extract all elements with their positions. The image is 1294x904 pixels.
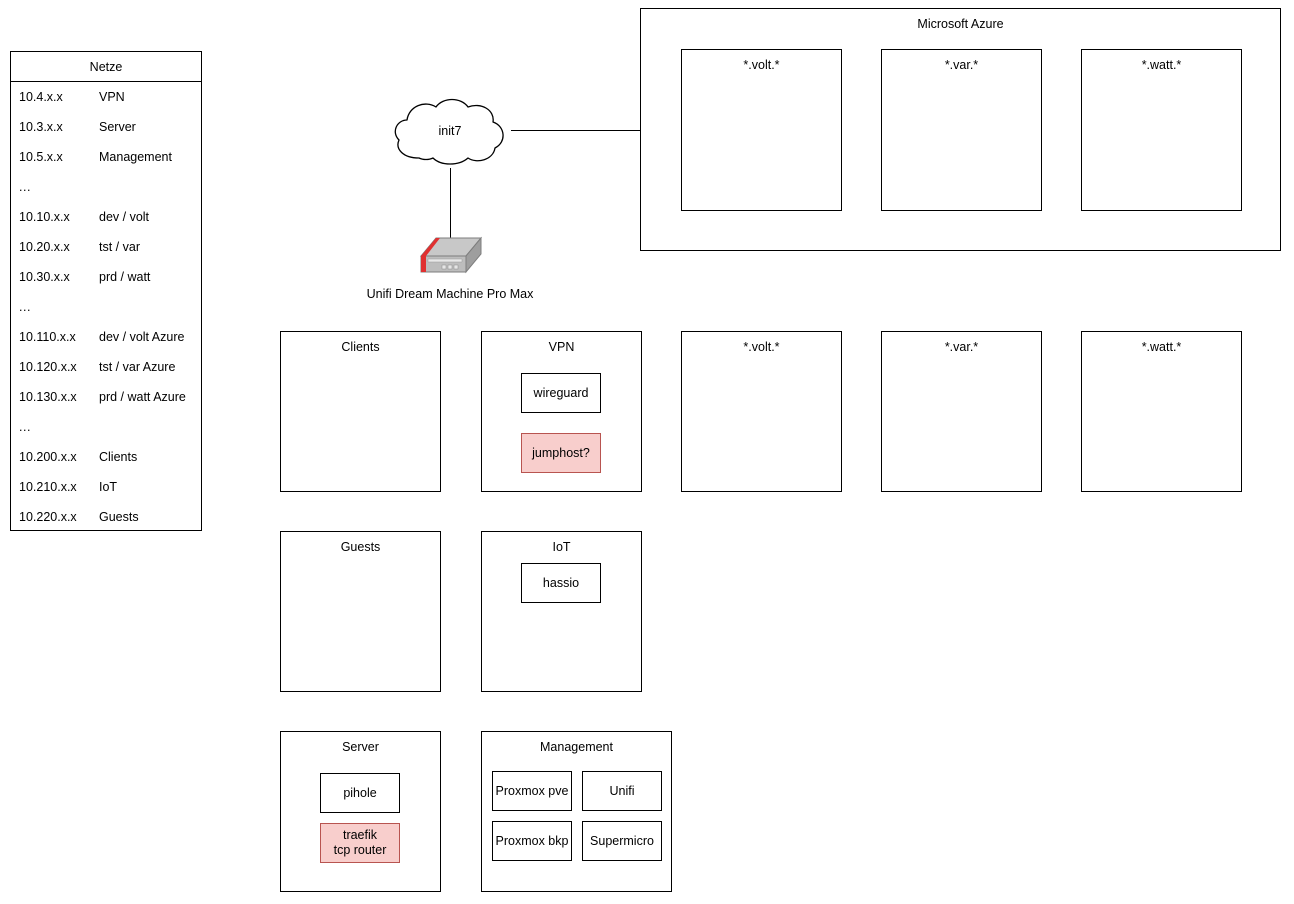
netze-row: 10.200.x.x Clients [11,442,201,472]
netze-row-name: prd / watt Azure [99,390,186,404]
netze-row-cidr: ... [19,420,31,434]
node-pihole[interactable]: pihole [320,773,400,813]
init7-cloud-icon [389,96,511,168]
unifi-dream-machine-icon [419,236,483,282]
netze-row-cidr: 10.10.x.x [19,210,70,224]
vlan-environment-volt: *.volt.* [681,331,842,492]
gateway-label: Unifi Dream Machine Pro Max [366,287,534,301]
init7-label: init7 [438,124,462,138]
netze-row-cidr: 10.110.x.x [19,330,76,344]
netze-row: 10.5.x.x Management [11,142,201,172]
netze-row: 10.3.x.x Server [11,112,201,142]
netze-row-cidr: 10.30.x.x [19,270,70,284]
netze-table-body: 10.4.x.x VPN 10.3.x.x Server 10.5.x.x Managem… [11,82,201,532]
netze-row-cidr: 10.200.x.x [19,450,77,464]
netze-row: 10.4.x.x VPN [11,82,201,112]
netze-row-cidr: 10.210.x.x [19,480,77,494]
node-proxmox-pve[interactable]: Proxmox pve [492,771,572,811]
netze-row: 10.20.x.x tst / var [11,232,201,262]
connector-init7-to-gateway [450,168,451,238]
node-hassio[interactable]: hassio [521,563,601,603]
netze-row: 10.110.x.x dev / volt Azure [11,322,201,352]
vlan-environment-watt-label: *.watt.* [1141,340,1182,354]
node-traefik-tcp-router[interactable]: traefik tcp router [320,823,400,863]
netze-row: ... [11,292,201,322]
netze-row: 10.220.x.x Guests [11,502,201,532]
netze-row: 10.210.x.x IoT [11,472,201,502]
azure-environment-var: *.var.* [881,49,1042,211]
netze-row-name: Guests [99,510,139,524]
vlan-management: Management Proxmox pve Unifi Proxmox bkp… [481,731,672,892]
netze-row-cidr: ... [19,300,31,314]
node-proxmox-bkp[interactable]: Proxmox bkp [492,821,572,861]
netze-row-cidr: 10.20.x.x [19,240,70,254]
netze-row-name: Server [99,120,136,134]
netze-row-name: dev / volt [99,210,150,224]
netze-row-name: IoT [99,480,118,494]
netze-row-cidr: 10.3.x.x [19,120,63,134]
netze-row-name: tst / var Azure [99,360,176,374]
netze-row: 10.130.x.x prd / watt Azure [11,382,201,412]
azure-title: Microsoft Azure [917,17,1004,31]
vlan-iot: IoT hassio [481,531,642,692]
netze-row-name: dev / volt Azure [99,330,185,344]
netze-row: 10.10.x.x dev / volt [11,202,201,232]
netze-row: 10.120.x.x tst / var Azure [11,352,201,382]
vlan-server-title: Server [342,740,379,754]
vlan-clients: Clients [280,331,441,492]
azure-environment-volt: *.volt.* [681,49,842,211]
vlan-environment-volt-label: *.volt.* [743,340,780,354]
netze-row: 10.30.x.x prd / watt [11,262,201,292]
vlan-server: Server pihole traefik tcp router [280,731,441,892]
netze-row-cidr: ... [19,180,31,194]
node-traefik-line1: traefik [342,828,378,842]
netze-table-header: Netze [11,52,201,82]
vlan-management-title: Management [540,740,613,754]
azure-environment-var-label: *.var.* [944,58,979,72]
netze-row-cidr: 10.120.x.x [19,360,77,374]
netze-row-name: prd / watt [99,270,151,284]
netze-row: ... [11,412,201,442]
node-supermicro[interactable]: Supermicro [582,821,662,861]
netze-table: Netze 10.4.x.x VPN 10.3.x.x Server 10.5.x.x M… [10,51,202,531]
azure-environment-watt: *.watt.* [1081,49,1242,211]
azure-environment-volt-label: *.volt.* [743,58,780,72]
netze-row-cidr: 10.220.x.x [19,510,77,524]
connector-init7-to-azure [511,130,641,131]
netze-row: ... [11,172,201,202]
vlan-environment-var-label: *.var.* [944,340,979,354]
vlan-environment-watt: *.watt.* [1081,331,1242,492]
netze-row-cidr: 10.130.x.x [19,390,77,404]
vlan-guests: Guests [280,531,441,692]
vlan-iot-title: IoT [552,540,571,554]
netze-row-cidr: 10.5.x.x [19,150,63,164]
netze-row-cidr: 10.4.x.x [19,90,63,104]
vlan-environment-var: *.var.* [881,331,1042,492]
azure-environment-watt-label: *.watt.* [1141,58,1182,72]
vlan-vpn: VPN wireguard jumphost? [481,331,642,492]
netze-row-name: VPN [99,90,125,104]
node-jumphost[interactable]: jumphost? [521,433,601,473]
netze-row-name: Management [99,150,172,164]
node-unifi[interactable]: Unifi [582,771,662,811]
node-wireguard[interactable]: wireguard [521,373,601,413]
node-traefik-line2: tcp router [333,843,387,857]
vlan-clients-title: Clients [341,340,380,354]
netze-row-name: Clients [99,450,138,464]
vlan-guests-title: Guests [340,540,381,554]
vlan-vpn-title: VPN [548,340,575,354]
netze-row-name: tst / var [99,240,140,254]
